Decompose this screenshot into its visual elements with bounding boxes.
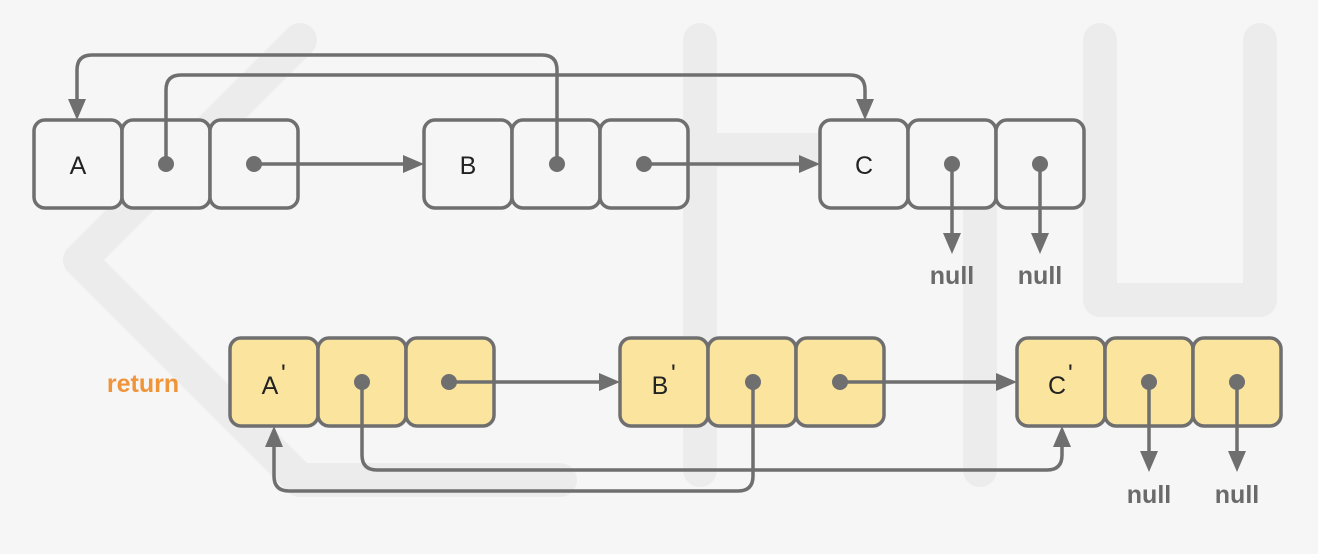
copy-null-arrow-c-random [1140, 382, 1158, 472]
original-random-arrow-b-a [68, 53, 559, 164]
node-a-label: A [70, 152, 87, 180]
copy-null-arrow-c-next [1228, 382, 1246, 472]
original-null-arrow-c-next [1031, 164, 1049, 254]
copy-node-c-prime: ' [1068, 360, 1073, 388]
original-null-label-random: null [930, 262, 974, 290]
copy-next-arrow-b-c [840, 373, 1017, 391]
original-null-label-next: null [1018, 262, 1062, 290]
original-null-arrow-c-random [943, 164, 961, 254]
copy-node-a-prime: ' [281, 360, 286, 388]
node-b-label: B [460, 152, 477, 180]
original-next-arrow-b-c [644, 155, 820, 173]
copy-node-c-label: C [1048, 372, 1066, 400]
copy-node-b-prime: ' [671, 360, 676, 388]
original-next-arrow-a-b [254, 155, 424, 173]
return-label: return [107, 370, 179, 398]
node-c-label: C [855, 152, 873, 180]
copy-node-b-label: B [652, 372, 669, 400]
copy-next-arrow-a-b [449, 373, 620, 391]
copy-node-a-label: A [262, 372, 279, 400]
copy-null-label-random: null [1127, 481, 1171, 509]
original-random-arrow-a-c [164, 73, 874, 164]
copy-null-label-next: null [1215, 481, 1259, 509]
copy-random-arrow-b-a [265, 382, 755, 493]
copy-random-arrow-a-c [360, 382, 1071, 472]
